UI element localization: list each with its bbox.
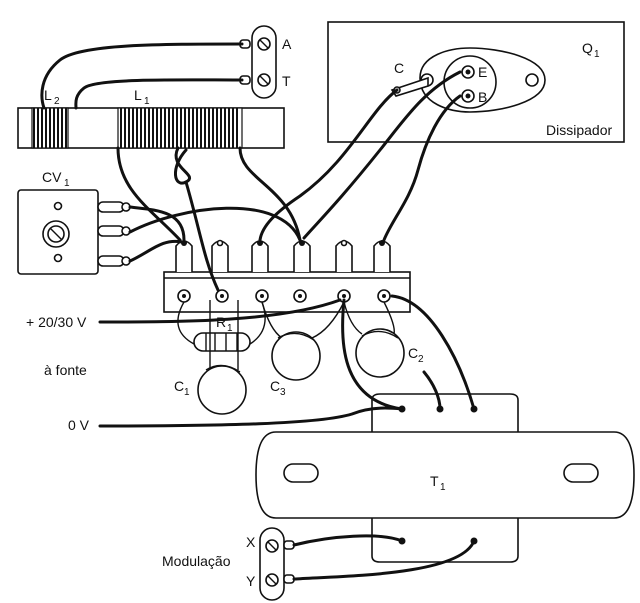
r1-subscript: 1: [227, 323, 233, 334]
supply-source-label: à fonte: [44, 362, 87, 378]
c3-label: C: [270, 378, 280, 394]
coil-l2-label: L: [44, 87, 52, 103]
capacitor-c3: [261, 301, 345, 381]
collector-pin-label: C: [394, 60, 404, 76]
t1-label: T: [430, 473, 439, 489]
coil-l2-windings: [31, 107, 69, 149]
r1-label: R: [216, 314, 226, 330]
antenna-terminal-block: [239, 25, 277, 99]
q1-label: Q: [582, 40, 593, 56]
cv1-subscript: 1: [64, 178, 70, 189]
emitter-pin-label: E: [478, 64, 487, 80]
capacitor-c2: [343, 301, 405, 378]
coil-l1-label: L: [134, 87, 142, 103]
c1-subscript: 1: [184, 387, 190, 398]
terminal-t-label: T: [282, 73, 291, 89]
terminal-a-label: A: [282, 36, 292, 52]
heatsink-label: Dissipador: [546, 122, 612, 138]
coil-l1-windings: [117, 107, 243, 149]
supply-ground-label: 0 V: [68, 417, 90, 433]
wiring: [40, 42, 476, 581]
t1-subscript: 1: [440, 482, 446, 493]
supply-positive-label: + 20/30 V: [26, 314, 87, 330]
q1-subscript: 1: [594, 49, 600, 60]
modulation-label: Modulação: [162, 553, 231, 569]
c1-label: C: [174, 378, 184, 394]
terminal-strip: [163, 239, 411, 313]
c2-subscript: 2: [418, 354, 424, 365]
trimmer-capacitor-cv1: [17, 189, 131, 275]
c2-label: C: [408, 345, 418, 361]
coil-l1-subscript: 1: [144, 96, 150, 107]
coil-l2-subscript: 2: [54, 96, 60, 107]
transistor-q1: [390, 47, 546, 113]
base-pin-label: B: [478, 89, 487, 105]
modulation-terminal-block: [259, 527, 295, 601]
modulation-x-label: X: [246, 534, 256, 550]
c3-subscript: 3: [280, 387, 286, 398]
cv1-label: CV: [42, 169, 62, 185]
modulation-y-label: Y: [246, 573, 256, 589]
capacitor-c1: [197, 300, 247, 415]
